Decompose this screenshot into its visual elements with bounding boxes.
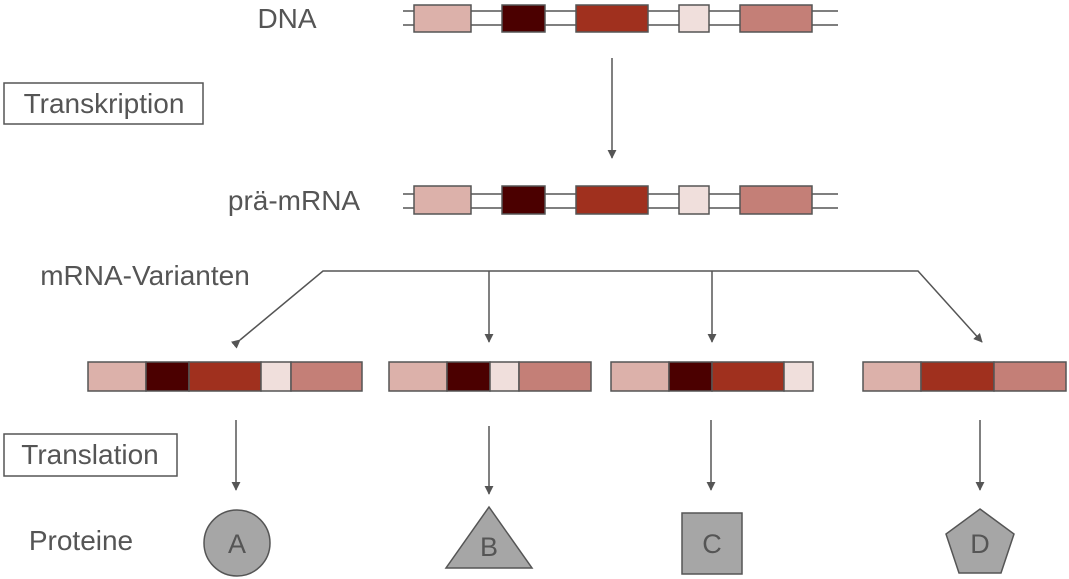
variant-c-exon-1 [610,361,670,392]
translation-label-box [3,433,178,477]
dna-exon-4 [678,4,710,33]
protein-c-label: C [702,529,722,559]
dna-exon-2 [501,4,546,33]
protein-c: C [681,512,743,575]
mrna-variant-b [388,361,592,392]
protein-d-pentagon [945,508,1015,574]
dna-strand [403,4,838,33]
variant-d-exon-3 [993,361,1067,392]
pre-mrna-exon-4 [678,185,710,215]
translation-label: Translation [21,439,158,470]
variant-b-exon-4 [518,361,592,392]
protein-b: B [444,505,534,569]
proteins-label: Proteine [29,525,133,556]
variant-a-exon-5 [290,361,363,392]
variant-c-exon-2 [668,361,713,392]
mrna-variant-a [87,361,363,392]
protein-c-square [681,512,743,575]
splicing-branches [230,270,983,349]
variant-c-exon-3 [711,361,785,392]
pre-mrna-exon-2 [501,185,546,215]
variant-a-exon-3 [188,361,262,392]
protein-b-label: B [480,532,498,562]
protein-b-triangle [444,505,534,569]
variant-a-exon-2 [145,361,190,392]
dna-exon-5 [739,4,813,33]
pre-mrna-strand [403,185,838,215]
protein-a-circle [203,509,271,577]
variant-c-exon-4 [783,361,814,392]
mrna-variant-c [610,361,814,392]
splicing-branch-line [230,270,983,349]
mrna-variants-label: mRNA-Varianten [40,260,250,291]
variant-d-exon-1 [862,361,922,392]
protein-d: D [945,508,1015,574]
protein-d-label: D [970,529,990,559]
transcription-label: Transkription [24,88,185,119]
variant-b-exon-1 [388,361,448,392]
mrna-variant-d [862,361,1067,392]
variant-b-exon-3 [489,361,520,392]
variant-a-exon-4 [260,361,292,392]
dna-exon-1 [413,4,472,33]
protein-a-label: A [228,529,246,559]
pre-mrna-label: prä-mRNA [228,185,361,216]
pre-mrna-exon-5 [739,185,813,215]
variant-a-exon-1 [87,361,147,392]
dna-label: DNA [257,3,316,34]
variant-d-exon-2 [920,361,995,392]
pre-mrna-exon-1 [413,185,472,215]
protein-a: A [203,509,271,577]
pre-mrna-exon-3 [575,185,649,215]
transcription-label-box [3,82,204,125]
dna-exon-3 [575,4,649,33]
variant-b-exon-2 [446,361,491,392]
